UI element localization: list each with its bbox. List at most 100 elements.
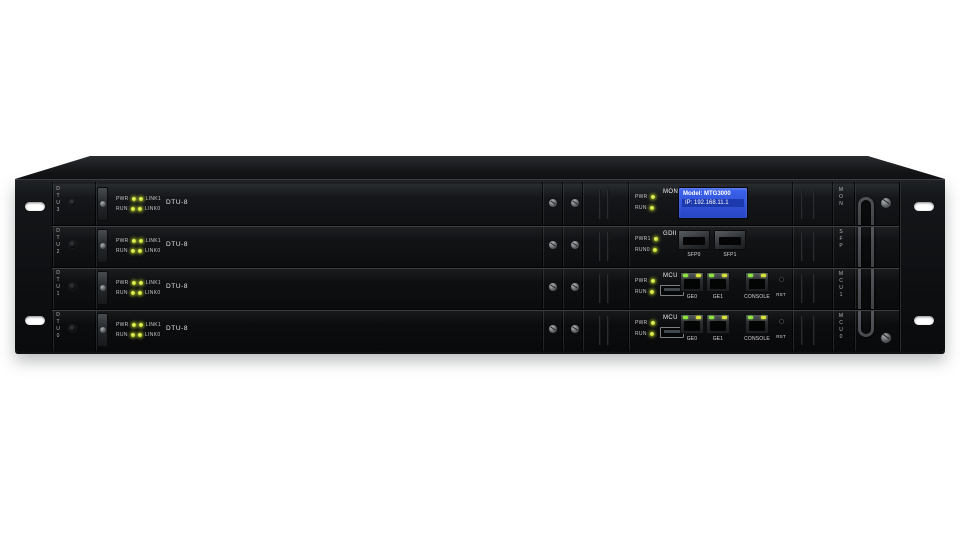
usb-tongue (664, 288, 680, 291)
port-label: GE1 (712, 336, 724, 342)
led-label: RUN (635, 330, 647, 337)
lcd-display: Model: MTG3000 IP: 192.168.11.1 (678, 187, 748, 219)
mounting-hole (25, 202, 45, 211)
port-label: GE0 (686, 294, 698, 300)
port-label: SFP1 (723, 252, 737, 258)
card-model-label: GDII (663, 231, 677, 237)
port-activity-led (748, 274, 753, 277)
sfp-port (678, 230, 710, 250)
slot-label: DTU2 (55, 228, 61, 256)
run-led (131, 290, 135, 295)
panel-groove (801, 274, 803, 303)
led-label: PWR (635, 193, 648, 200)
mounting-hole (914, 202, 934, 211)
panel-groove (813, 232, 815, 261)
led-label: PWR (116, 279, 129, 286)
led-label: LINK1 (145, 195, 161, 202)
led-label: RUN (635, 204, 647, 211)
rj45-opening (749, 279, 765, 289)
screw (571, 199, 579, 207)
link-led (138, 280, 143, 285)
panel-seam (792, 182, 794, 351)
run-led (131, 332, 135, 337)
panel-groove (813, 274, 815, 303)
screw (881, 198, 891, 208)
led-label: LINK0 (145, 331, 161, 338)
slot-label: DTU1 (55, 270, 61, 298)
led-label: LINK0 (145, 289, 161, 296)
usb-tongue (664, 330, 680, 333)
run-led (650, 205, 654, 210)
card-model-label: DTU-8 (166, 283, 189, 290)
port-label: GE0 (686, 336, 698, 342)
port-activity-led (696, 316, 701, 319)
panel-seam (52, 267, 899, 269)
ethernet-port-ge1 (706, 314, 730, 334)
card-model-label: DTU-8 (166, 199, 189, 206)
sfp-slot-opening (683, 237, 705, 245)
panel-seam (832, 182, 834, 351)
port-activity-led (722, 316, 727, 319)
link-led (138, 332, 142, 337)
panel-seam (562, 182, 564, 351)
port-label: CONSOLE (744, 294, 770, 300)
led-indicator-block: PWR RUN (635, 277, 655, 295)
led-label: RUN (116, 205, 128, 212)
led-label: RUN (116, 331, 128, 338)
port-activity-led (761, 316, 766, 319)
panel-seam (95, 182, 97, 351)
led-label: RUN (116, 247, 128, 254)
link-led (138, 238, 143, 243)
ethernet-port-ge1 (706, 272, 730, 292)
panel-seam (542, 182, 544, 351)
slot-label: DTU0 (55, 312, 61, 340)
latch-screw (100, 201, 106, 207)
panel-seam (854, 182, 856, 351)
sfp-slot-opening (719, 237, 741, 245)
led-label: RUN (635, 288, 647, 295)
panel-groove (813, 190, 815, 219)
rj45-opening (684, 321, 700, 331)
console-port (745, 314, 769, 334)
slot-label: MCU1 (838, 271, 844, 299)
ethernet-port-ge0 (680, 272, 704, 292)
console-port (745, 272, 769, 292)
panel-seam (582, 182, 584, 351)
rj45-opening (710, 279, 726, 289)
rj45-opening (710, 321, 726, 331)
screw (549, 283, 557, 291)
led-label: RUN0 (635, 246, 650, 253)
pwr-led (131, 322, 136, 327)
ethernet-port-ge0 (680, 314, 704, 334)
panel-seam (52, 225, 899, 227)
screw (549, 241, 557, 249)
card-latch (97, 229, 108, 263)
panel-groove (607, 232, 609, 261)
port-activity-led (683, 274, 688, 277)
pwr-led (650, 320, 655, 325)
pwr-led (131, 238, 136, 243)
reset-label: RST (776, 334, 786, 339)
link-led (138, 206, 142, 211)
panel-groove (801, 316, 803, 345)
panel-groove (599, 190, 601, 219)
latch-screw (100, 285, 106, 291)
led-indicator-block: PWR1 RUN0 (635, 235, 658, 253)
led-label: PWR (116, 237, 129, 244)
rj45-opening (684, 279, 700, 289)
panel-seam (899, 182, 901, 351)
mounting-hole (25, 316, 45, 325)
port-activity-led (696, 274, 701, 277)
card-model-label: MCU (663, 315, 678, 321)
pwr-led (131, 280, 136, 285)
lcd-ip-line: IP: 192.168.11.1 (682, 199, 744, 207)
led-label: PWR (635, 319, 648, 326)
card-latch (97, 187, 108, 221)
screw (549, 325, 557, 333)
panel-seam (52, 182, 54, 351)
